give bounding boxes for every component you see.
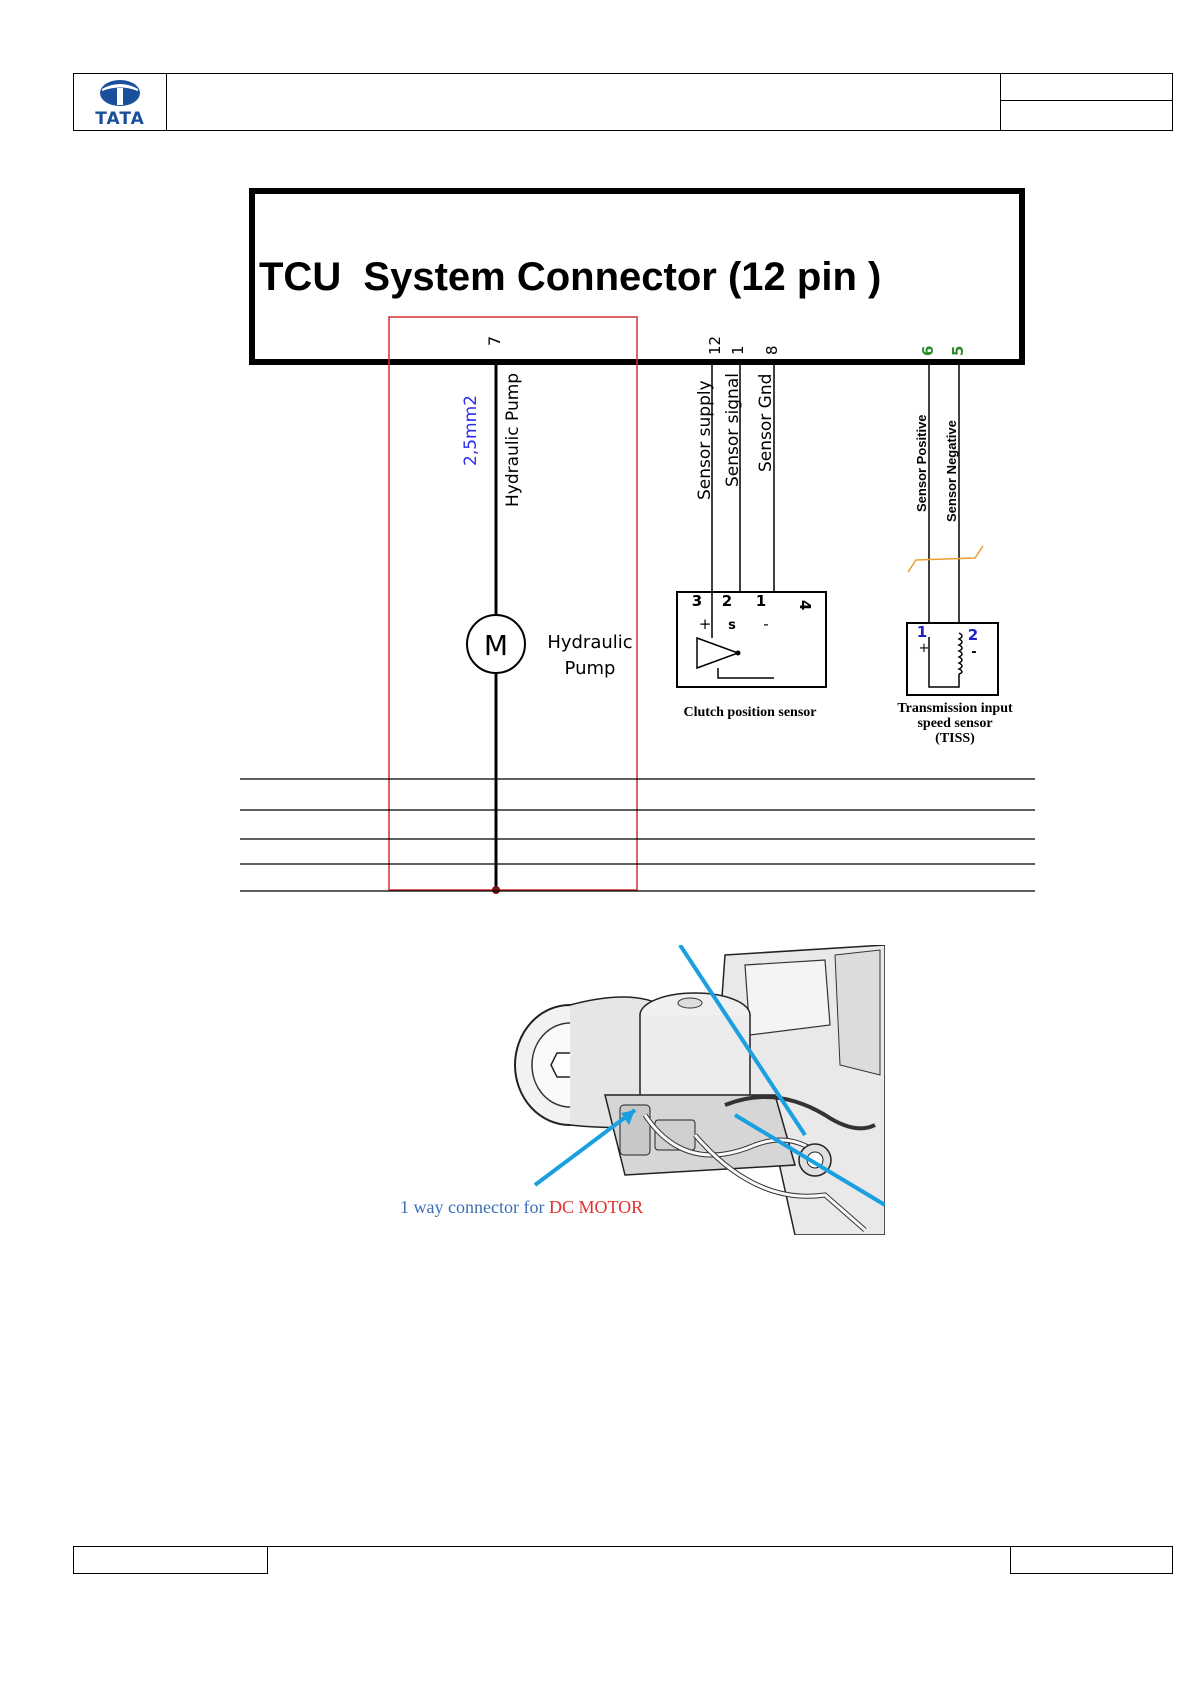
sensor-supply-label: Sensor supply (695, 380, 715, 500)
tiss-terminal-2: 2 (968, 626, 978, 644)
sensor-signal-label: Sensor signal (723, 373, 743, 487)
motor-letter: M (484, 629, 508, 662)
header-info-divider (1001, 100, 1172, 101)
pin-12: 12 (706, 336, 724, 355)
clutch-terminal-3: 3 (692, 592, 702, 610)
pump-wire-size: 2,5mm2 (461, 395, 481, 466)
pin-6: 6 (919, 346, 937, 356)
tiss-sensor-box (906, 622, 999, 696)
pump-pin-number: 7 (485, 336, 504, 346)
tiss-label-line2: speed sensor (917, 716, 992, 731)
sensor-positive-label: Sensor Positive (914, 414, 929, 512)
cable-shield-mark (907, 545, 984, 573)
tiss-label-line1: Transmission input (897, 701, 1013, 716)
pin-1: 1 (729, 345, 747, 355)
sensor-negative-label: Sensor Negative (944, 420, 959, 522)
connector-arrowhead (621, 1110, 635, 1125)
company-logo: TATA (74, 74, 167, 130)
caption-prefix: 1 way connector for (400, 1197, 549, 1217)
logo-wordmark: TATA (95, 109, 145, 129)
photo-caption: 1 way connector for DC MOTOR (400, 1197, 643, 1218)
clutch-signal-mark: s (728, 618, 736, 633)
clutch-plus-mark: + (699, 615, 712, 633)
tiss-plus-mark: + (919, 641, 930, 656)
pin-5: 5 (949, 346, 967, 356)
wiring-diagram: TCU System Connector (12 pin ) 7 2,5mm2 … (240, 188, 1035, 894)
pointer-arrow-right (733, 1113, 885, 1207)
page-header: TATA (73, 73, 1173, 131)
motor-symbol (466, 614, 526, 674)
tiss-loop (928, 637, 960, 688)
tata-emblem-icon (100, 80, 140, 106)
clutch-terminal-1: 1 (756, 592, 766, 610)
pin-8: 8 (763, 345, 781, 355)
sensor-gnd-label: Sensor Gnd (756, 374, 776, 472)
connector-pointer-arrow (533, 1108, 637, 1187)
clutch-terminal-2: 2 (722, 592, 732, 610)
hydraulic-unit-illustration (495, 945, 885, 1235)
clutch-terminal-4: 4 (796, 600, 814, 610)
tiss-label-line3: (TISS) (935, 731, 975, 746)
pointer-arrow-top (678, 945, 807, 1137)
pump-circuit-highlight (388, 316, 638, 891)
header-info-box (1000, 74, 1172, 130)
pump-label-line1: Hydraulic (547, 632, 632, 653)
tiss-minus-mark: - (971, 645, 976, 660)
signal-node (735, 650, 741, 656)
tiss-terminal-1: 1 (917, 623, 927, 641)
clutch-sensor-label: Clutch position sensor (683, 705, 816, 720)
footer-right-box (1010, 1547, 1173, 1574)
page-footer (73, 1546, 1173, 1574)
pump-label-line2: Pump (565, 658, 616, 679)
connector-title: TCU System Connector (12 pin ) (259, 255, 881, 299)
hydraulic-unit-photo (495, 945, 885, 1235)
pump-wire-label: Hydraulic Pump (503, 373, 523, 507)
ground-point (492, 886, 500, 894)
caption-highlight: DC MOTOR (548, 1197, 644, 1217)
clutch-minus-mark: - (763, 615, 768, 633)
inductor-coil-icon (957, 632, 963, 675)
gnd-lead (717, 668, 774, 679)
sensor-amplifier-icon (696, 636, 741, 670)
footer-left-box (73, 1547, 268, 1574)
